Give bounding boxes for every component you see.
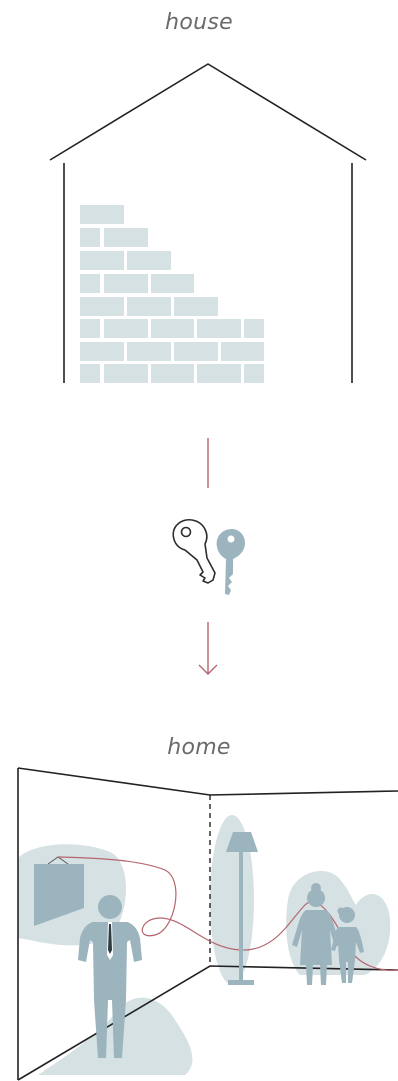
child-figure	[331, 907, 364, 983]
man-figure	[78, 895, 142, 1058]
woman-figure	[292, 883, 340, 985]
house-outline-icon	[49, 63, 367, 383]
floor-lamp-icon	[226, 832, 258, 985]
brick-wall-icon	[80, 205, 264, 383]
house-illustration	[49, 63, 367, 383]
house-label: house	[165, 10, 233, 35]
home-label: home	[167, 735, 231, 760]
